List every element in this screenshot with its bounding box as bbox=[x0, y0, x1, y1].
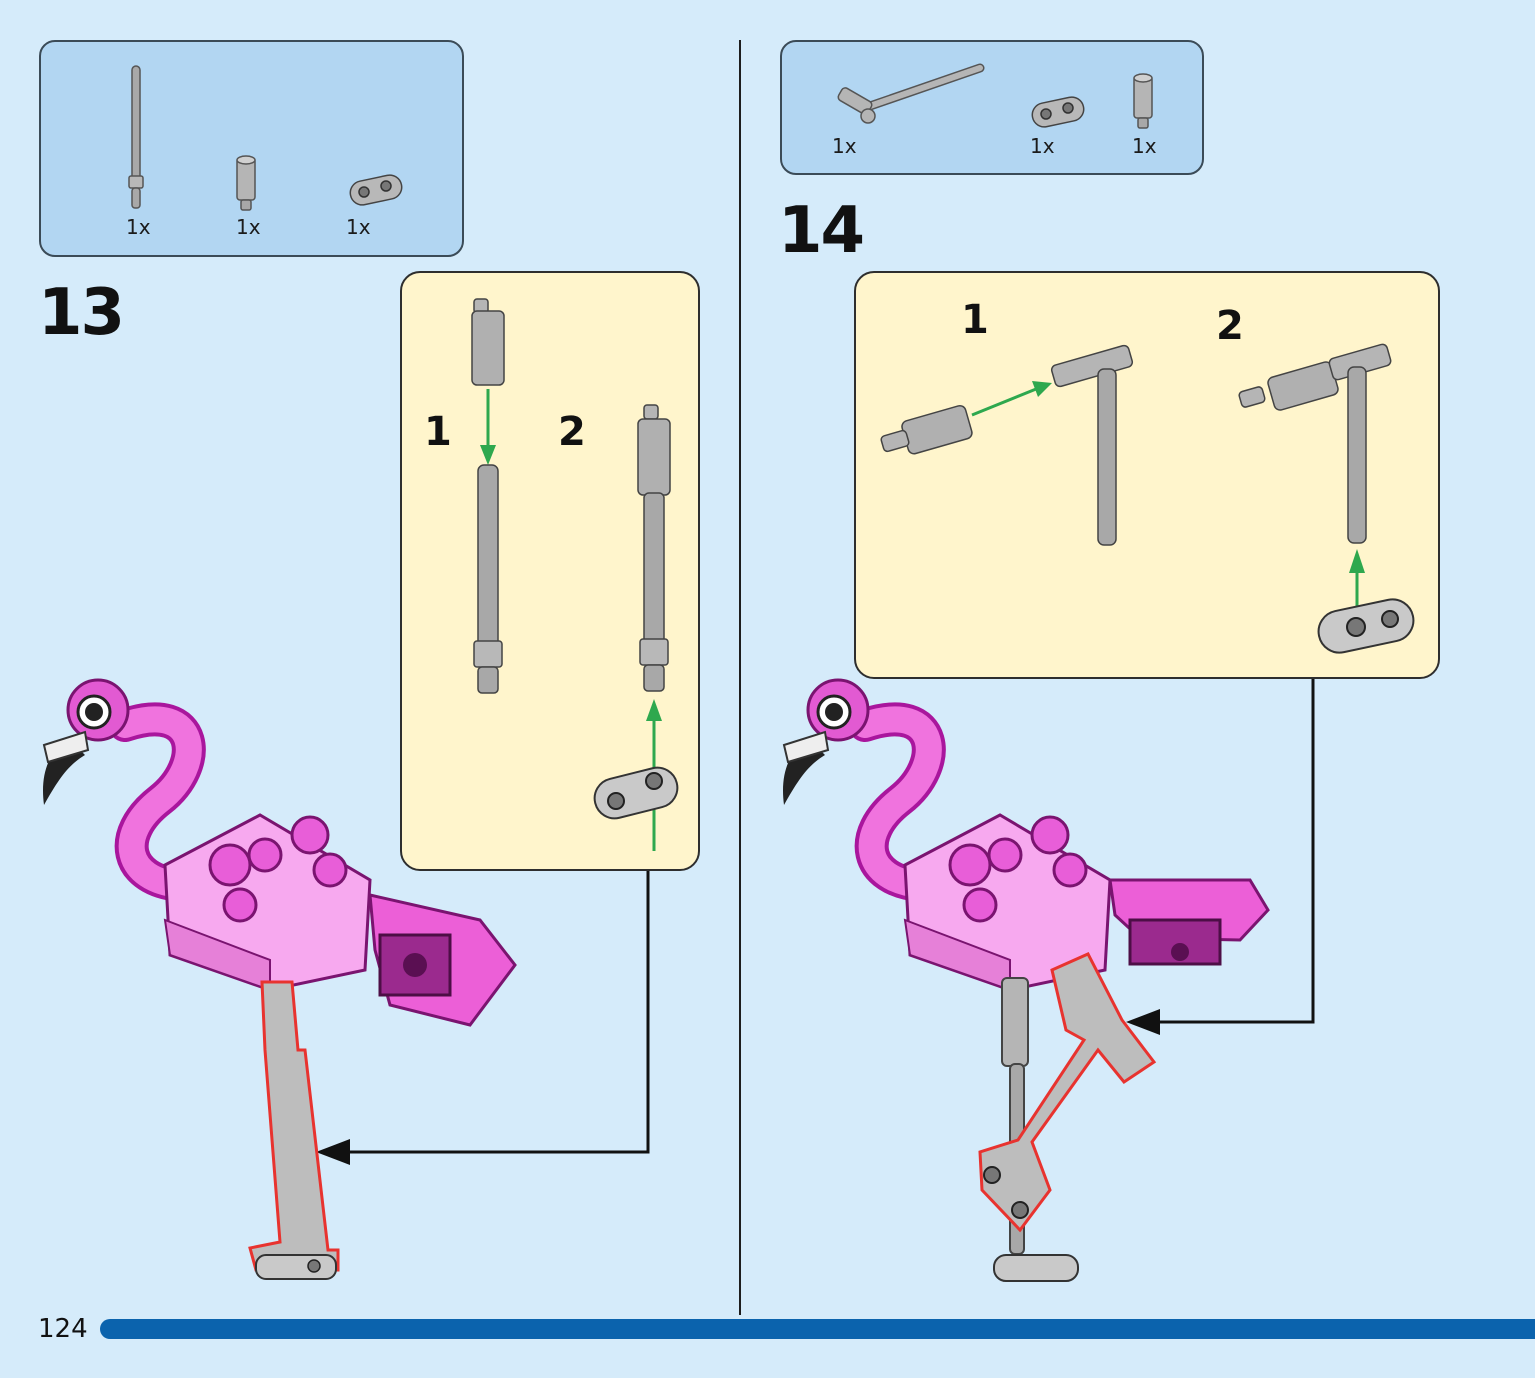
short-bar-icon bbox=[1133, 73, 1153, 129]
step13-substep1-assembly bbox=[471, 298, 505, 694]
short-bar-icon bbox=[236, 155, 256, 211]
step14-parts-box: 1x 1x 1x bbox=[780, 40, 1204, 175]
step13-part1-qty: 1x bbox=[126, 215, 151, 239]
step13-number: 13 bbox=[38, 276, 125, 350]
step14-substep2-assembly bbox=[1238, 343, 1415, 654]
step13-callout: 1 2 bbox=[400, 271, 700, 871]
step13-substep2-assembly bbox=[593, 404, 679, 851]
bar-with-clip-icon bbox=[837, 63, 985, 124]
step13-substep2-label: 2 bbox=[558, 409, 586, 455]
step13-part3-qty: 1x bbox=[346, 215, 371, 239]
plate-1x2-rounded-icon bbox=[349, 174, 403, 206]
step14-part3-qty: 1x bbox=[1132, 134, 1157, 158]
step13-parts-box: 1x 1x 1x bbox=[39, 40, 464, 257]
progress-bar bbox=[100, 1319, 1535, 1339]
step14-substep1-assembly bbox=[880, 344, 1134, 546]
step14-substep2-label: 2 bbox=[1216, 303, 1244, 349]
step13-part2-qty: 1x bbox=[236, 215, 261, 239]
long-bar-icon bbox=[128, 65, 144, 209]
step14-substep1-label: 1 bbox=[961, 297, 989, 343]
step14-number: 14 bbox=[778, 194, 865, 268]
plate-1x2-rounded-icon bbox=[1031, 96, 1085, 128]
step13-substep1-label: 1 bbox=[424, 409, 452, 455]
page-number: 124 bbox=[38, 1314, 88, 1344]
step13-flamingo-model bbox=[42, 678, 517, 1280]
step14-flamingo-model bbox=[782, 678, 1270, 1282]
step14-part1-qty: 1x bbox=[832, 134, 857, 158]
step14-part2-qty: 1x bbox=[1030, 134, 1055, 158]
step-divider bbox=[739, 40, 741, 1315]
step14-callout: 1 2 bbox=[854, 271, 1440, 679]
